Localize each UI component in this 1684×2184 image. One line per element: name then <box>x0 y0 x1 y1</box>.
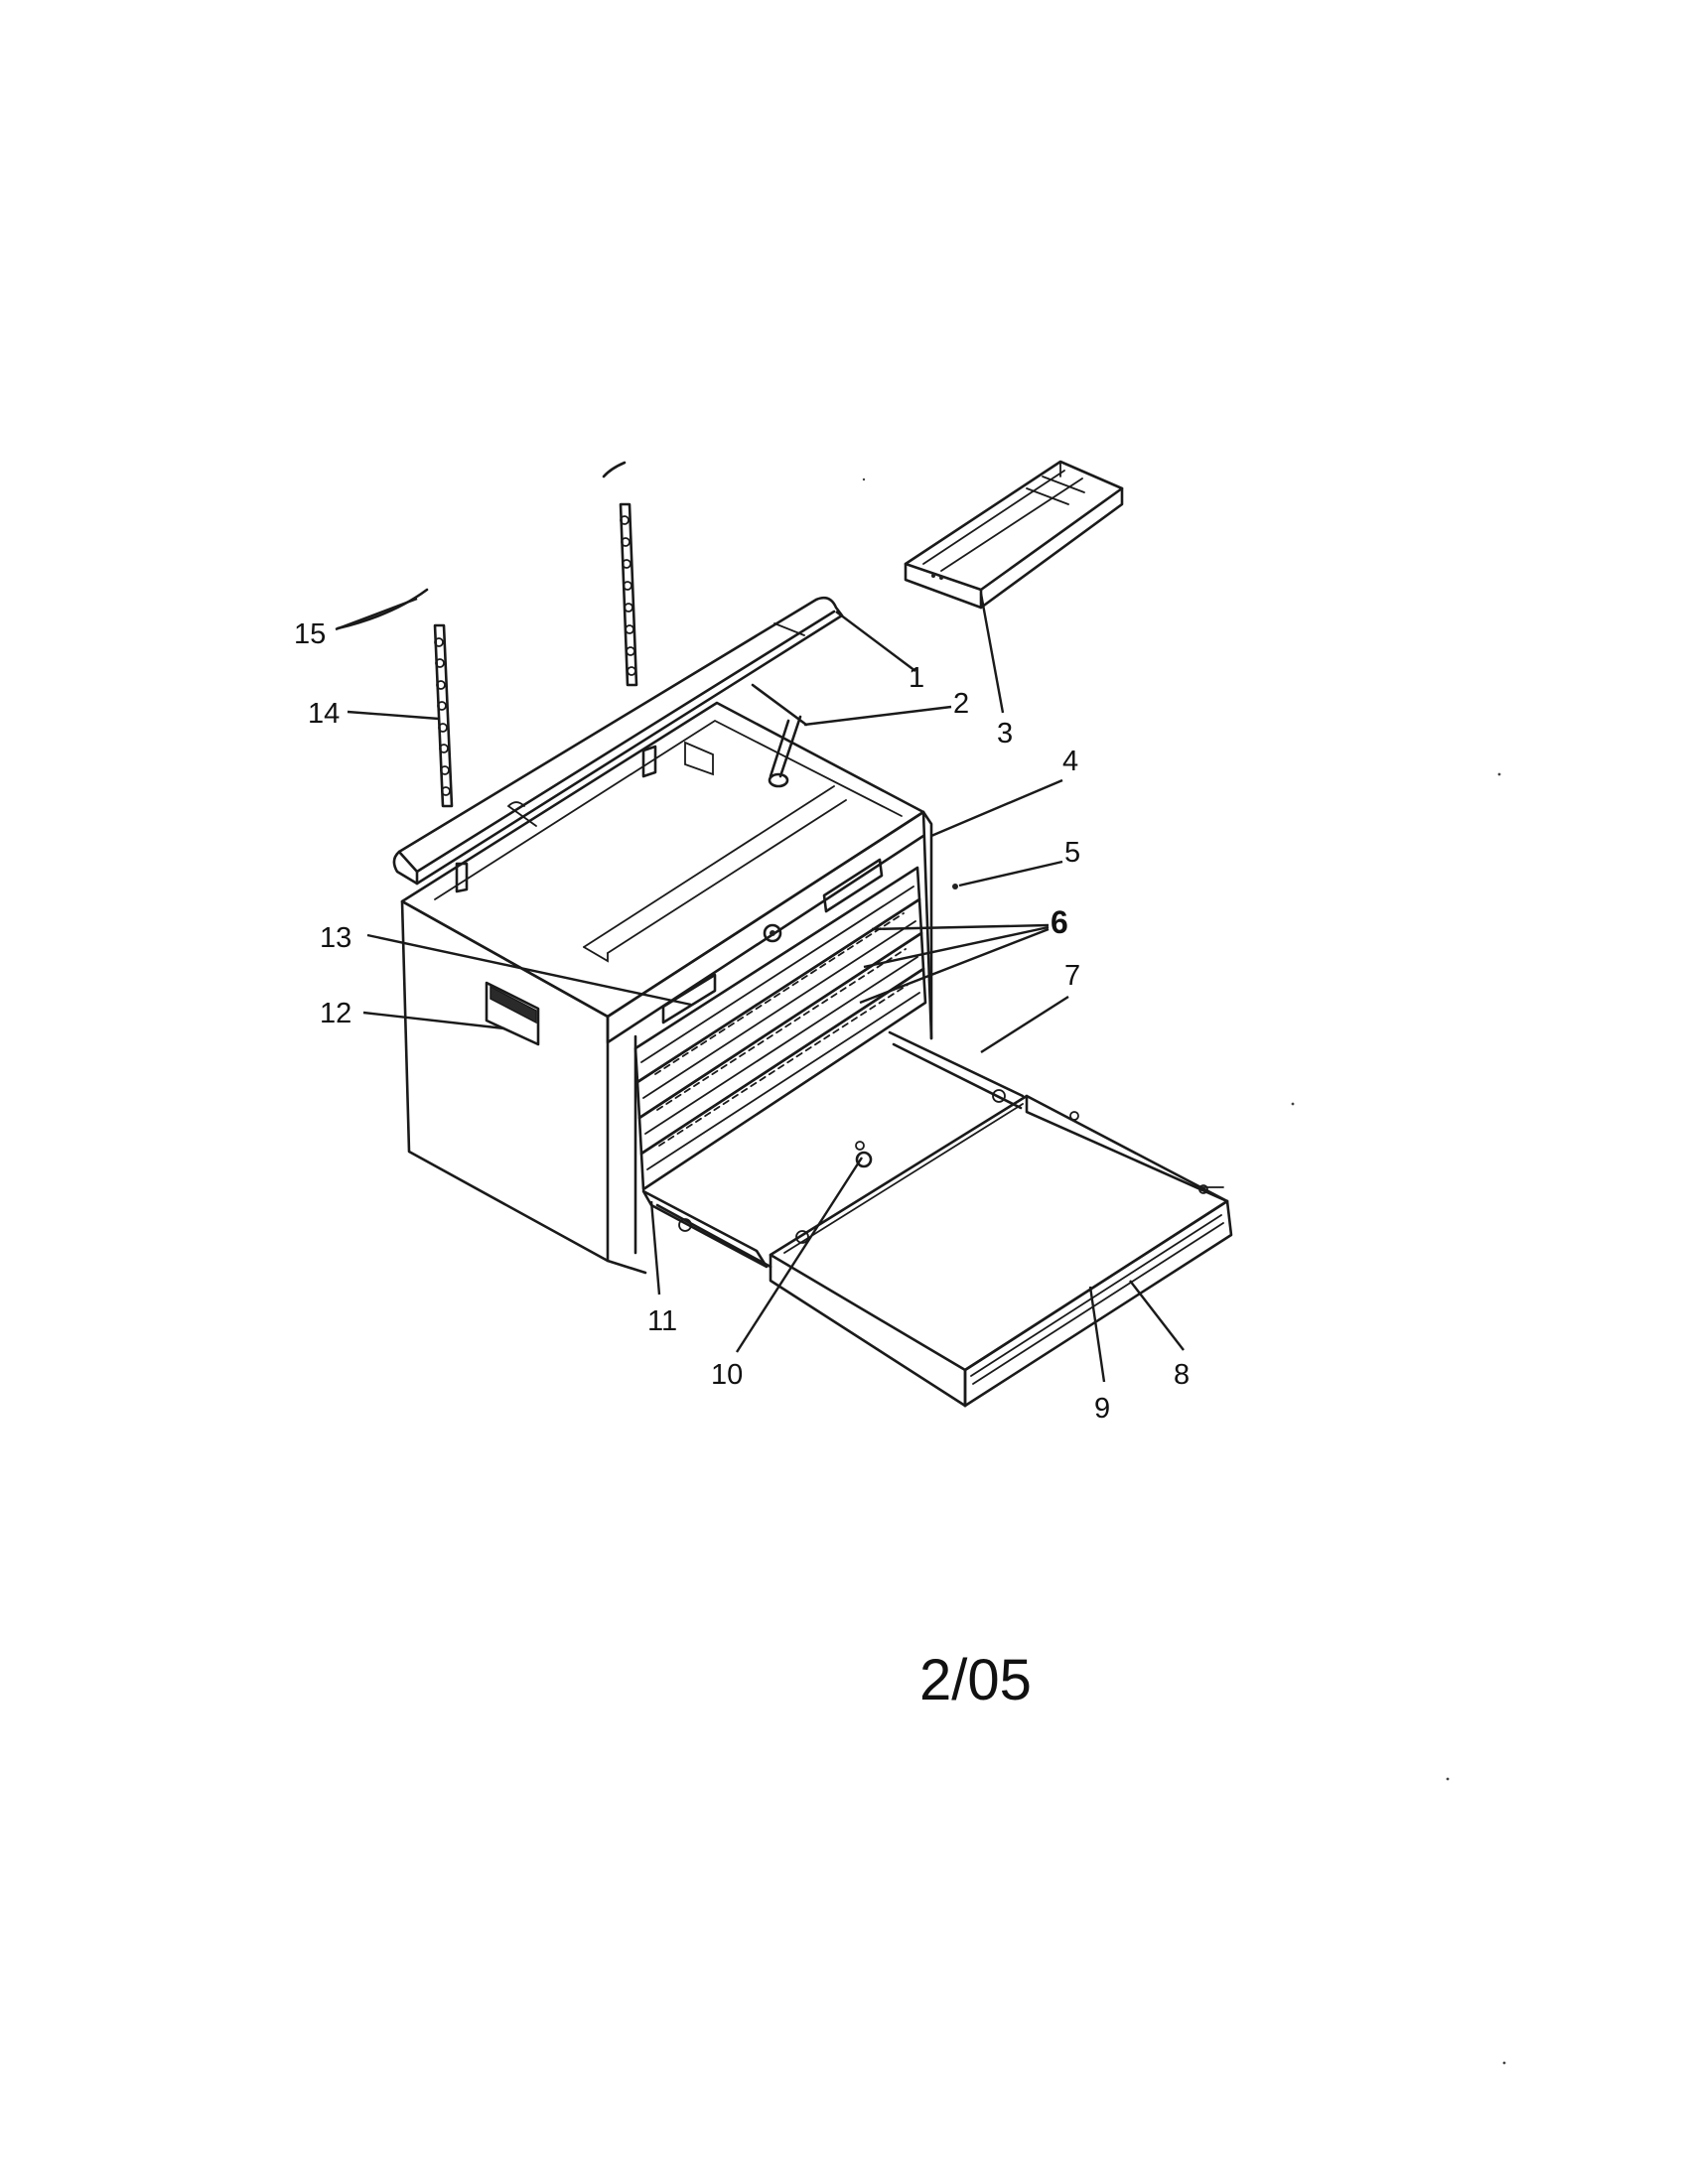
lid-stay <box>751 683 808 788</box>
callout-9: 9 <box>1094 1393 1110 1425</box>
callout-13: 13 <box>320 922 351 954</box>
rod-part <box>336 461 627 630</box>
chest-top-interior <box>400 701 925 1019</box>
callout-15: 15 <box>294 618 326 650</box>
chest-body <box>400 810 933 1275</box>
callout-12: 12 <box>320 998 351 1029</box>
callout-11: 11 <box>647 1305 677 1337</box>
date-code: 2/05 <box>919 1648 1032 1712</box>
callout-10: 10 <box>711 1359 743 1391</box>
callout-5: 5 <box>1064 837 1080 869</box>
drawers <box>633 858 927 1191</box>
open-drawer <box>641 1030 1233 1408</box>
side-handle <box>485 981 540 1046</box>
leader-lines <box>335 593 1185 1383</box>
right-slide-strip <box>619 502 638 687</box>
specks <box>862 478 1506 2065</box>
left-slide-strip <box>433 623 454 808</box>
callout-7: 7 <box>1064 960 1080 992</box>
removable-tray <box>904 460 1124 610</box>
callout-14: 14 <box>308 698 340 730</box>
callout-8: 8 <box>1174 1359 1190 1391</box>
callout-3: 3 <box>997 718 1013 750</box>
callout-2: 2 <box>953 688 969 720</box>
callout-1: 1 <box>909 662 924 694</box>
callout-4: 4 <box>1062 746 1078 777</box>
callout-6: 6 <box>1051 904 1068 940</box>
chest-lid <box>392 596 844 893</box>
callout-labels: 1 2 3 4 5 6 7 8 9 10 11 12 13 14 15 <box>294 618 1190 1425</box>
